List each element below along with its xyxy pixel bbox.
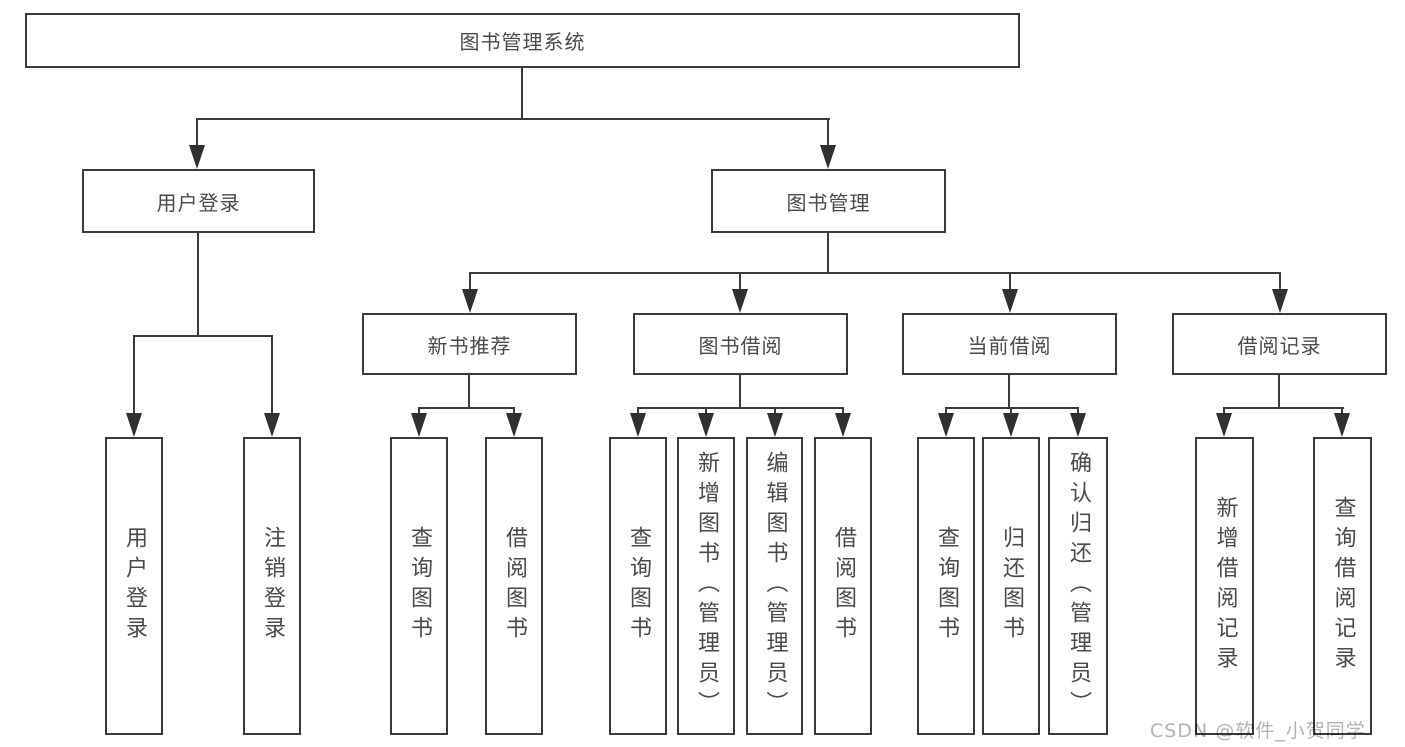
node-label: 查询图书 xyxy=(626,526,651,646)
arrowhead-user-login xyxy=(189,145,205,169)
arrowhead-leaf-query-books-2 xyxy=(630,413,646,437)
node-label: 新增借阅记录 xyxy=(1212,496,1238,676)
connector-stub xyxy=(1341,407,1343,415)
arrowhead-leaf-query-books-3 xyxy=(938,413,954,437)
csdn-watermark: CSDN @软件_小贺同学 xyxy=(1150,720,1366,742)
connector-user-login-rail xyxy=(133,335,273,337)
arrowhead-book-management xyxy=(820,145,836,169)
connector-stub xyxy=(418,407,420,415)
node-label: 当前借阅 xyxy=(967,333,1052,358)
node-label: 图书借阅 xyxy=(698,333,783,358)
connector-stub xyxy=(1223,407,1225,415)
node-label: 用户登录 xyxy=(122,526,147,646)
arrowhead-book-borrow xyxy=(732,289,748,313)
connector-stub-borrow-record xyxy=(1279,272,1281,290)
arrowhead-leaf-borrow-books-2 xyxy=(835,413,851,437)
node-label: 查询图书 xyxy=(934,526,959,646)
leaf-confirm-return-admin: 确认归还（管理员） xyxy=(1048,437,1108,735)
node-current-borrow: 当前借阅 xyxy=(902,313,1117,375)
connector-new-book-rail xyxy=(418,407,515,409)
leaf-user-login: 用户登录 xyxy=(105,437,163,735)
leaf-add-borrow-record: 新增借阅记录 xyxy=(1195,437,1254,735)
connector-root-drop xyxy=(521,68,523,120)
leaf-edit-books-admin: 编辑图书（管理员） xyxy=(746,437,803,735)
node-book-management: 图书管理 xyxy=(711,169,946,233)
connector-stub-leaf-logout xyxy=(271,335,273,414)
node-label: 借阅图书 xyxy=(831,526,856,646)
node-new-book-recommend: 新书推荐 xyxy=(362,313,577,375)
connector-current-borrow-drop xyxy=(1008,375,1010,409)
connector-stub xyxy=(705,407,707,415)
node-library-management-system: 图书管理系统 xyxy=(25,13,1020,68)
arrowhead-leaf-query-books-1 xyxy=(411,413,427,437)
connector-stub xyxy=(513,407,515,415)
connector-stub xyxy=(774,407,776,415)
arrowhead-new-book xyxy=(462,289,478,313)
connector-book-borrow-drop xyxy=(739,375,741,409)
node-label: 借阅图书 xyxy=(502,526,527,646)
leaf-add-books-admin: 新增图书（管理员） xyxy=(677,437,735,735)
connector-stub-leaf-user-login xyxy=(133,335,135,414)
connector-book-management-rail xyxy=(469,272,1281,274)
node-book-borrow: 图书借阅 xyxy=(633,313,848,375)
leaf-query-borrow-record: 查询借阅记录 xyxy=(1313,437,1372,735)
node-borrow-records: 借阅记录 xyxy=(1172,313,1387,375)
arrowhead-leaf-borrow-books-1 xyxy=(506,413,522,437)
node-label: 用户登录 xyxy=(156,190,241,215)
arrowhead-borrow-record xyxy=(1272,289,1288,313)
arrowhead-leaf-add-record xyxy=(1216,413,1232,437)
node-label: 新增图书（管理员） xyxy=(694,451,719,721)
node-label: 注销登录 xyxy=(260,526,285,646)
arrowhead-current-borrow xyxy=(1002,289,1018,313)
connector-user-login-drop xyxy=(197,233,199,337)
leaf-query-books-1: 查询图书 xyxy=(390,437,448,735)
connector-stub-book-borrow xyxy=(739,272,741,290)
arrowhead-leaf-edit-books xyxy=(767,413,783,437)
leaf-query-books-3: 查询图书 xyxy=(917,437,975,735)
arrowhead-leaf-user-login xyxy=(126,413,142,437)
connector-root-rail xyxy=(197,118,830,120)
leaf-logout: 注销登录 xyxy=(243,437,301,735)
connector-stub-user-login xyxy=(196,118,198,146)
connector-stub xyxy=(842,407,844,415)
arrowhead-leaf-logout xyxy=(264,413,280,437)
connector-stub xyxy=(1010,407,1012,415)
arrowhead-leaf-confirm-return xyxy=(1070,413,1086,437)
node-label: 归还图书 xyxy=(999,526,1024,646)
leaf-borrow-books-1: 借阅图书 xyxy=(485,437,543,735)
arrowhead-leaf-query-record xyxy=(1334,413,1350,437)
leaf-borrow-books-2: 借阅图书 xyxy=(814,437,872,735)
connector-stub xyxy=(1077,407,1079,415)
leaf-query-books-2: 查询图书 xyxy=(609,437,667,735)
node-label: 查询图书 xyxy=(407,526,432,646)
connector-book-borrow-rail xyxy=(637,407,844,409)
node-user-login: 用户登录 xyxy=(82,169,315,233)
node-label: 图书管理系统 xyxy=(459,30,586,54)
connector-stub xyxy=(637,407,639,415)
connector-new-book-drop xyxy=(468,375,470,409)
connector-borrow-record-rail xyxy=(1223,407,1344,409)
node-label: 查询借阅记录 xyxy=(1330,496,1356,676)
connector-stub-current-borrow xyxy=(1009,272,1011,290)
arrowhead-leaf-add-books xyxy=(698,413,714,437)
node-label: 图书管理 xyxy=(786,190,871,215)
connector-stub-new-book xyxy=(469,272,471,290)
connector-current-borrow-rail xyxy=(945,407,1079,409)
connector-stub xyxy=(945,407,947,415)
connector-book-management-drop xyxy=(827,233,829,274)
node-label: 新书推荐 xyxy=(427,333,512,358)
connector-stub-book-management xyxy=(827,118,829,146)
connector-borrow-record-drop xyxy=(1278,375,1280,409)
node-label: 借阅记录 xyxy=(1237,333,1322,358)
leaf-return-books: 归还图书 xyxy=(982,437,1040,735)
arrowhead-leaf-return-books xyxy=(1003,413,1019,437)
node-label: 编辑图书（管理员） xyxy=(762,451,788,721)
node-label: 确认归还（管理员） xyxy=(1066,451,1091,721)
